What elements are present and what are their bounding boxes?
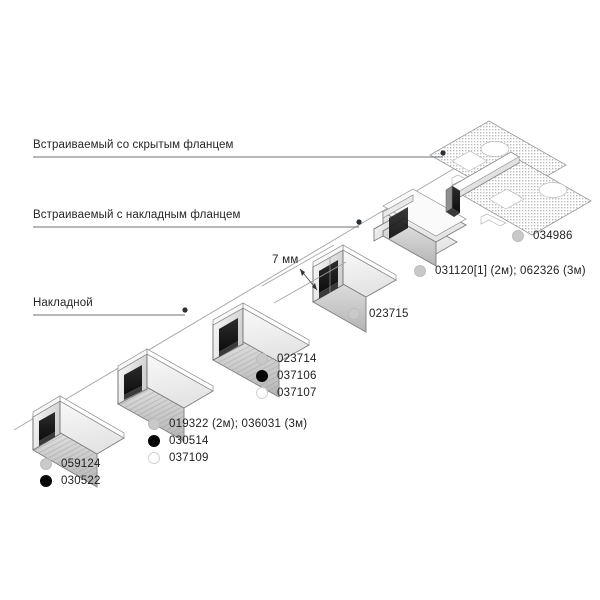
legend-code: 037106 — [277, 369, 317, 382]
marker-white-icon — [256, 386, 268, 399]
legend-code: 023715 — [369, 307, 409, 320]
marker-black-icon — [256, 369, 268, 382]
legend-code: 037107 — [277, 386, 317, 399]
marker-grey-icon — [256, 352, 268, 365]
legend-item: 059124 — [40, 455, 101, 472]
legend-item: 034986 — [512, 227, 573, 244]
dimension-7mm — [261, 244, 347, 304]
legend-item: 037109 — [148, 449, 307, 466]
assembly-axis-line — [13, 145, 493, 431]
legend-item: 030514 — [148, 432, 307, 449]
legend-019322: 019322 (2м); 036031 (3м) 030514 037109 — [148, 415, 307, 466]
marker-black-icon — [148, 434, 160, 447]
marker-grey-icon — [512, 229, 524, 242]
category-label-overlay-flange: Встраиваемый с накладным фланцем — [33, 209, 241, 221]
legend-code: 030522 — [61, 474, 101, 487]
legend-item: 037106 — [256, 367, 317, 384]
legend-code: 019322 (2м); 036031 (3м) — [169, 417, 308, 430]
legend-059124: 059124 030522 — [40, 455, 101, 489]
legend-code: 030514 — [169, 434, 209, 447]
part-surface-profile-medium — [117, 348, 214, 442]
legend-code: 037109 — [169, 451, 209, 464]
legend-item: 031120[1] (2м); 062326 (3м) — [414, 262, 586, 279]
category-label-hidden-flange: Встраиваемый со скрытым фланцем — [33, 139, 234, 151]
legend-item: 023715 — [348, 305, 409, 322]
plate-cutouts-front — [480, 182, 568, 227]
legend-code: 023714 — [277, 352, 317, 365]
leader-lines — [33, 156, 443, 316]
legend-code: 031120[1] (2м); 062326 (3м) — [435, 264, 586, 277]
marker-grey-icon — [348, 307, 360, 320]
marker-grey-icon — [414, 264, 426, 277]
legend-023715: 023715 — [348, 305, 409, 322]
legend-item: 019322 (2м); 036031 (3м) — [148, 415, 307, 432]
legend-item: 030522 — [40, 472, 101, 489]
marker-white-icon — [148, 451, 160, 464]
legend-031120: 031120[1] (2м); 062326 (3м) — [414, 262, 586, 279]
legend-034986: 034986 — [512, 227, 573, 244]
legend-item: 023714 — [256, 350, 317, 367]
legend-023714: 023714 037106 037107 — [256, 350, 317, 401]
category-label-surface: Накладной — [33, 297, 93, 309]
part-flanged-recessed-profile — [373, 188, 467, 267]
marker-grey-icon — [148, 417, 160, 430]
legend-item: 037107 — [256, 384, 317, 401]
legend-code: 059124 — [61, 457, 101, 470]
part-hidden-flange-profile — [429, 120, 592, 236]
marker-grey-icon — [40, 457, 52, 470]
part-surface-profile-small — [32, 395, 125, 488]
legend-code: 034986 — [533, 229, 573, 242]
dimension-label-7mm: 7 мм — [272, 254, 299, 266]
marker-black-icon — [40, 474, 52, 487]
